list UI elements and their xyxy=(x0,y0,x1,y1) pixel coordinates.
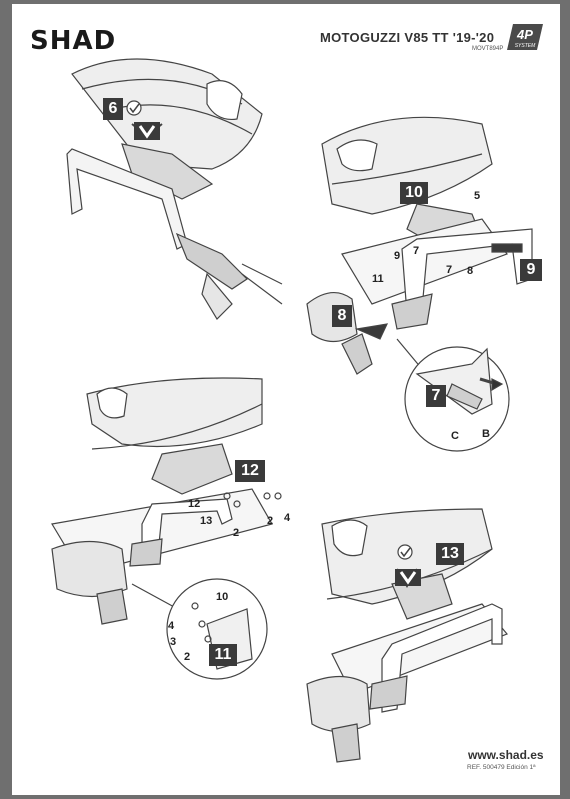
figure-step-13 xyxy=(306,508,508,763)
part-label-7b: 7 xyxy=(446,264,453,276)
part-label-4: 4 xyxy=(284,512,291,524)
logo-text: 4P xyxy=(516,27,533,42)
figure-steps-11-12 xyxy=(51,377,282,680)
step-8-marker: 8 xyxy=(332,305,352,327)
part-label-8: 8 xyxy=(467,265,474,277)
assembly-illustrations xyxy=(51,58,533,763)
part-label-9: 9 xyxy=(394,250,401,262)
part-label-4b: 4 xyxy=(168,620,175,632)
page-title: MOTOGUZZI V85 TT '19-'20 xyxy=(320,30,495,45)
reference-edition: REF. 500479 Edición 1ª xyxy=(467,764,536,771)
figure-step-6 xyxy=(66,58,283,320)
part-label-5: 5 xyxy=(474,190,481,202)
logo-subtext: SYSTEM xyxy=(515,43,536,49)
website-link[interactable]: www.shad.es xyxy=(468,748,544,762)
part-label-7: 7 xyxy=(413,245,420,257)
part-label-2: 2 xyxy=(233,527,240,539)
step-13-marker: 13 xyxy=(436,543,464,565)
part-label-12: 12 xyxy=(188,498,201,510)
part-label-c: C xyxy=(451,430,459,442)
part-label-11: 11 xyxy=(372,273,384,285)
step-9-marker: 9 xyxy=(520,259,542,281)
part-label-3: 3 xyxy=(170,636,177,648)
step-12-marker: 12 xyxy=(235,460,265,482)
step-7-marker: 7 xyxy=(426,385,446,407)
step-6-marker: 6 xyxy=(103,98,123,120)
step-10-marker: 10 xyxy=(400,182,428,204)
4p-system-logo: 4P SYSTEM xyxy=(507,24,543,50)
part-label-2b: 2 xyxy=(267,515,274,527)
figure-steps-8-10 xyxy=(306,116,533,452)
step-11-marker: 11 xyxy=(209,644,237,666)
model-code: MOVT894P xyxy=(472,46,504,52)
instruction-page: SHAD MOTOGUZZI V85 TT '19-'20 MOVT894P 4… xyxy=(12,4,560,795)
part-label-b: B xyxy=(482,428,490,440)
part-label-13: 13 xyxy=(200,515,213,527)
brand-logo: SHAD xyxy=(30,26,117,56)
part-label-2c: 2 xyxy=(184,651,191,663)
part-label-10: 10 xyxy=(216,591,229,603)
